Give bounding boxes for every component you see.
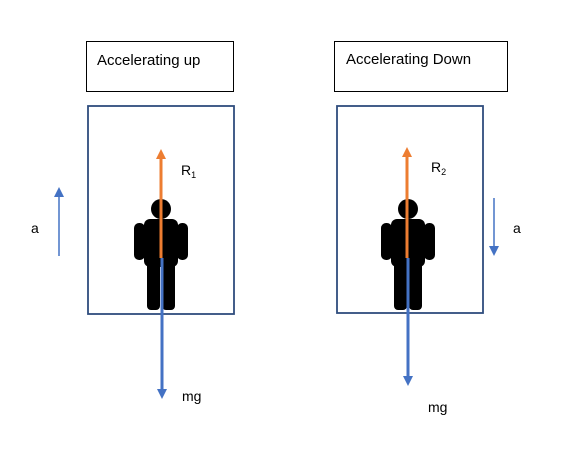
panel-accelerating-down: Accelerating Down R2 mg a xyxy=(334,41,521,415)
elevator-box-right xyxy=(336,105,484,314)
reaction-label-right: R2 xyxy=(431,159,446,177)
reaction-label-left: R1 xyxy=(181,162,196,180)
accel-label-left: a xyxy=(31,220,39,236)
panel-accelerating-up: Accelerating up R1 mg a xyxy=(31,41,235,404)
title-right: Accelerating Down xyxy=(346,51,471,68)
accel-label-right: a xyxy=(513,220,521,236)
weight-label-left: mg xyxy=(182,388,201,404)
weight-label-right: mg xyxy=(428,399,447,415)
title-box-left xyxy=(86,41,234,92)
title-left: Accelerating up xyxy=(97,52,200,69)
title-box-right xyxy=(334,41,508,92)
